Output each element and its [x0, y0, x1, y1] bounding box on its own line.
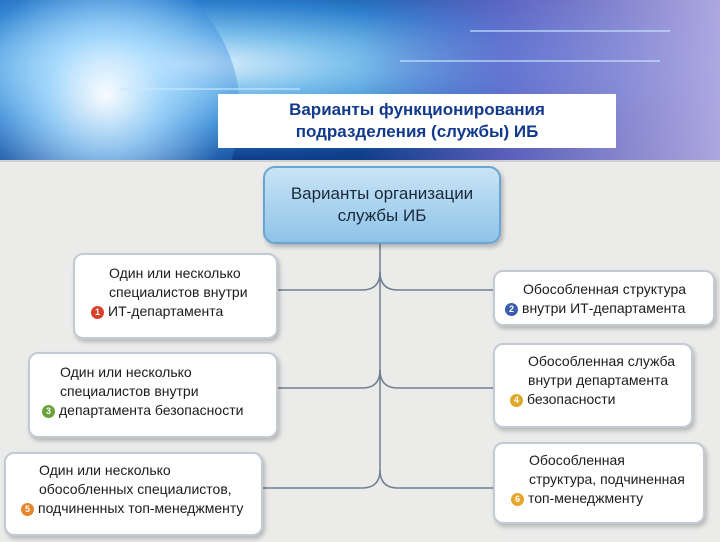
option-text: безопасности	[527, 391, 616, 407]
connector-6	[379, 469, 493, 489]
option-text: Обособленная	[529, 452, 625, 468]
slide-title: Варианты функционирования подразделения (…	[218, 94, 616, 148]
slide-title-line: Варианты функционирования	[289, 100, 545, 119]
connector-4	[379, 369, 493, 389]
number-badge: 4	[510, 393, 523, 407]
number-badge: 5	[21, 502, 34, 516]
option-text: внутри департамента	[528, 372, 669, 388]
option-text: департамента безопасности	[59, 402, 244, 418]
decor-line	[120, 88, 300, 90]
option-node-5: Один или несколько обособленных специали…	[4, 452, 263, 536]
root-node-line: Варианты организации	[290, 184, 474, 203]
connector-2	[379, 271, 493, 291]
option-text: ИТ-департамента	[108, 303, 224, 319]
option-text: Один или несколько	[39, 462, 171, 478]
number-badge: 2	[505, 302, 518, 316]
option-text: структура, подчиненная	[529, 471, 685, 487]
option-node-6: Обособленная структура, подчиненная 6 топ…	[493, 442, 705, 524]
globe-graphic	[0, 0, 240, 160]
option-text: Обособленная структура	[523, 281, 687, 297]
option-text: обособленных специалистов,	[39, 481, 232, 497]
root-node-line: службы ИБ	[337, 206, 427, 225]
option-text: внутри ИТ-департамента	[522, 300, 686, 316]
option-text: специалистов внутри	[109, 284, 248, 300]
connector-5	[263, 469, 381, 489]
option-text: Обособленная служба	[528, 353, 676, 369]
connector-3	[278, 369, 381, 389]
option-text: топ-менеджменту	[528, 490, 644, 506]
connector-1	[278, 271, 381, 291]
option-node-3: Один или несколько специалистов внутри 3…	[28, 352, 278, 438]
number-badge: 1	[91, 305, 104, 319]
number-badge: 3	[42, 404, 55, 418]
option-node-2: Обособленная структура 2 внутри ИТ-департ…	[493, 270, 715, 326]
option-text: подчиненных топ-менеджменту	[38, 500, 244, 516]
number-badge: 6	[511, 492, 524, 506]
decor-line	[470, 30, 670, 32]
option-text: Один или несколько	[60, 364, 192, 380]
option-node-4: Обособленная служба внутри департамента …	[493, 343, 693, 428]
option-text: Один или несколько	[109, 265, 241, 281]
slide-title-line: подразделения (службы) ИБ	[295, 122, 539, 141]
root-node: Варианты организации службы ИБ	[263, 166, 501, 244]
option-node-1: Один или несколько специалистов внутри 1…	[73, 253, 278, 339]
option-text: специалистов внутри	[60, 383, 199, 399]
decor-line	[400, 60, 660, 62]
